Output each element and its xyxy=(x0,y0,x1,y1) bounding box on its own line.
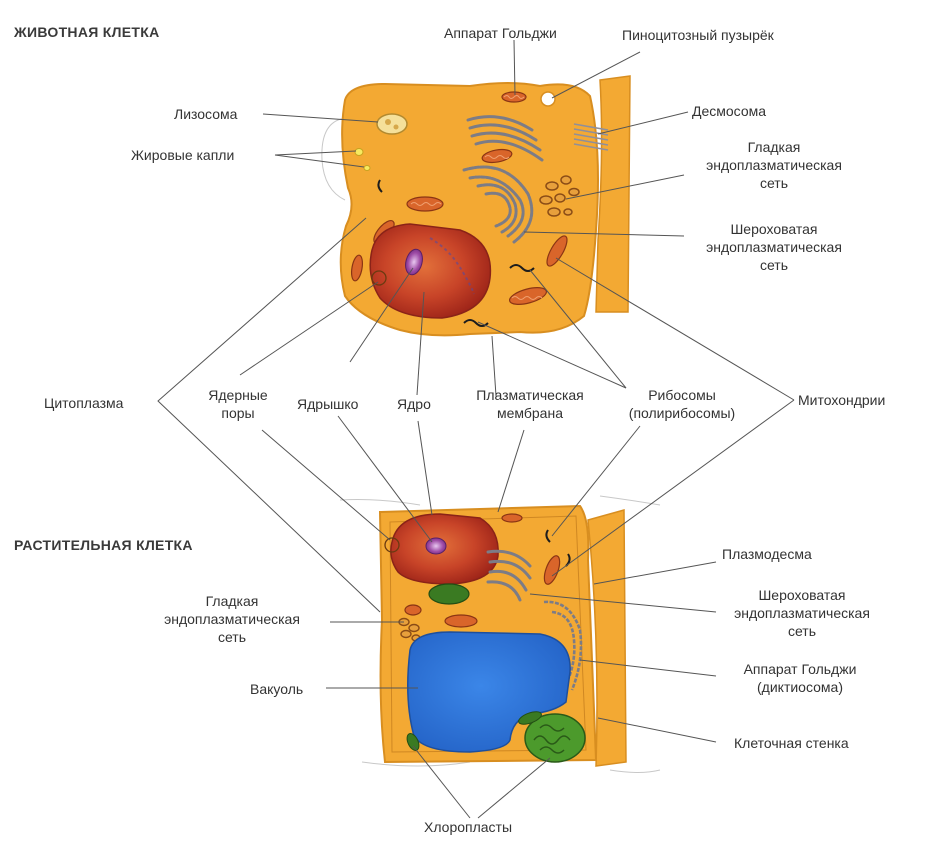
label-line: эндоплазматическая xyxy=(706,239,842,255)
mitochondrion xyxy=(406,196,444,212)
label-plasma-membrane: Плазматическая мембрана xyxy=(460,386,600,422)
label-nuclear-pores: Ядерные поры xyxy=(200,386,276,422)
label-line: Ядерные xyxy=(208,387,268,403)
mitochondrion xyxy=(501,513,523,523)
lysosome xyxy=(376,113,408,135)
neighbor-cell xyxy=(595,75,631,313)
desmosome xyxy=(573,123,609,151)
label-line: Шероховатая xyxy=(730,221,818,237)
nuclear-pore xyxy=(371,270,387,286)
neighbor-cell-wall xyxy=(587,509,627,767)
nucleolus xyxy=(425,537,447,555)
label-line: Плазматическая xyxy=(476,387,584,403)
label-rough-er-animal: Шероховатая эндоплазматическая сеть xyxy=(688,220,860,274)
label-line: Шероховатая xyxy=(758,587,846,603)
label-line: Гладкая xyxy=(205,593,259,609)
label-pinocytotic-vesicle: Пиноцитозный пузырёк xyxy=(622,27,774,43)
mitochondrion xyxy=(404,604,422,616)
label-cell-wall: Клеточная стенка xyxy=(734,735,849,751)
label-rough-er-plant: Шероховатая эндоплазматическая сеть xyxy=(716,586,888,640)
golgi-apparatus xyxy=(486,549,532,602)
chloroplast xyxy=(524,713,586,763)
smooth-er xyxy=(398,617,421,642)
nuclear-pore xyxy=(384,537,400,553)
label-fat-droplets: Жировые капли xyxy=(131,147,235,163)
label-nucleolus: Ядрышко xyxy=(297,396,359,412)
chloroplast xyxy=(428,583,470,605)
label-line: (полирибосомы) xyxy=(628,405,736,421)
nucleus xyxy=(369,223,492,319)
label-golgi: Аппарат Гольджи xyxy=(444,25,557,41)
label-line: поры xyxy=(221,405,255,421)
label-ribosomes: Рибосомы (полирибосомы) xyxy=(612,386,752,422)
label-golgi-plant: Аппарат Гольджи (диктиосома) xyxy=(730,660,870,696)
label-line: Аппарат Гольджи xyxy=(743,661,857,677)
label-line: (диктиосома) xyxy=(757,679,843,695)
chloroplast xyxy=(518,711,542,725)
mitochondrion xyxy=(546,235,568,267)
mitochondrion xyxy=(501,91,527,103)
label-cytoplasm: Цитоплазма xyxy=(44,395,124,411)
label-mitochondria: Митохондрии xyxy=(798,392,886,408)
mitochondrion xyxy=(508,287,548,305)
label-line: сеть xyxy=(759,175,789,191)
label-line: эндоплазматическая xyxy=(164,611,300,627)
label-line: Гладкая xyxy=(747,139,801,155)
golgi-apparatus xyxy=(466,115,544,162)
mitochondrion xyxy=(481,148,513,164)
label-smooth-er-plant: Гладкая эндоплазматическая сеть xyxy=(146,592,318,646)
mitochondrion xyxy=(444,614,478,628)
label-plasmodesma: Плазмодесма xyxy=(722,546,812,562)
pinocytotic-vesicle xyxy=(540,91,556,107)
mitochondrion xyxy=(350,254,364,282)
nucleolus xyxy=(405,248,423,276)
leader-lines xyxy=(157,39,795,819)
label-line: Рибосомы xyxy=(648,387,716,403)
animal-cell xyxy=(321,75,631,337)
rough-er xyxy=(462,165,534,244)
plant-cell-title: РАСТИТЕЛЬНАЯ КЛЕТКА xyxy=(14,537,193,553)
label-line: мембрана xyxy=(497,405,563,421)
label-line: сеть xyxy=(217,629,247,645)
label-line: эндоплазматическая xyxy=(734,605,870,621)
label-smooth-er-animal: Гладкая эндоплазматическая сеть xyxy=(688,138,860,192)
fat-droplet xyxy=(354,148,364,156)
smooth-er xyxy=(539,175,580,217)
label-vacuole: Вакуоль xyxy=(250,681,304,697)
label-lysosome: Лизосома xyxy=(174,106,238,122)
label-line: сеть xyxy=(759,257,789,273)
rough-er xyxy=(543,600,583,691)
label-nucleus: Ядро xyxy=(397,396,431,412)
plant-cell xyxy=(339,495,661,773)
label-chloroplasts: Хлоропласты xyxy=(424,819,513,835)
fat-droplet xyxy=(363,165,371,171)
label-line: эндоплазматическая xyxy=(706,157,842,173)
label-line: сеть xyxy=(787,623,817,639)
animal-cell-title: ЖИВОТНАЯ КЛЕТКА xyxy=(14,24,160,40)
label-desmosome: Десмосома xyxy=(692,103,767,119)
